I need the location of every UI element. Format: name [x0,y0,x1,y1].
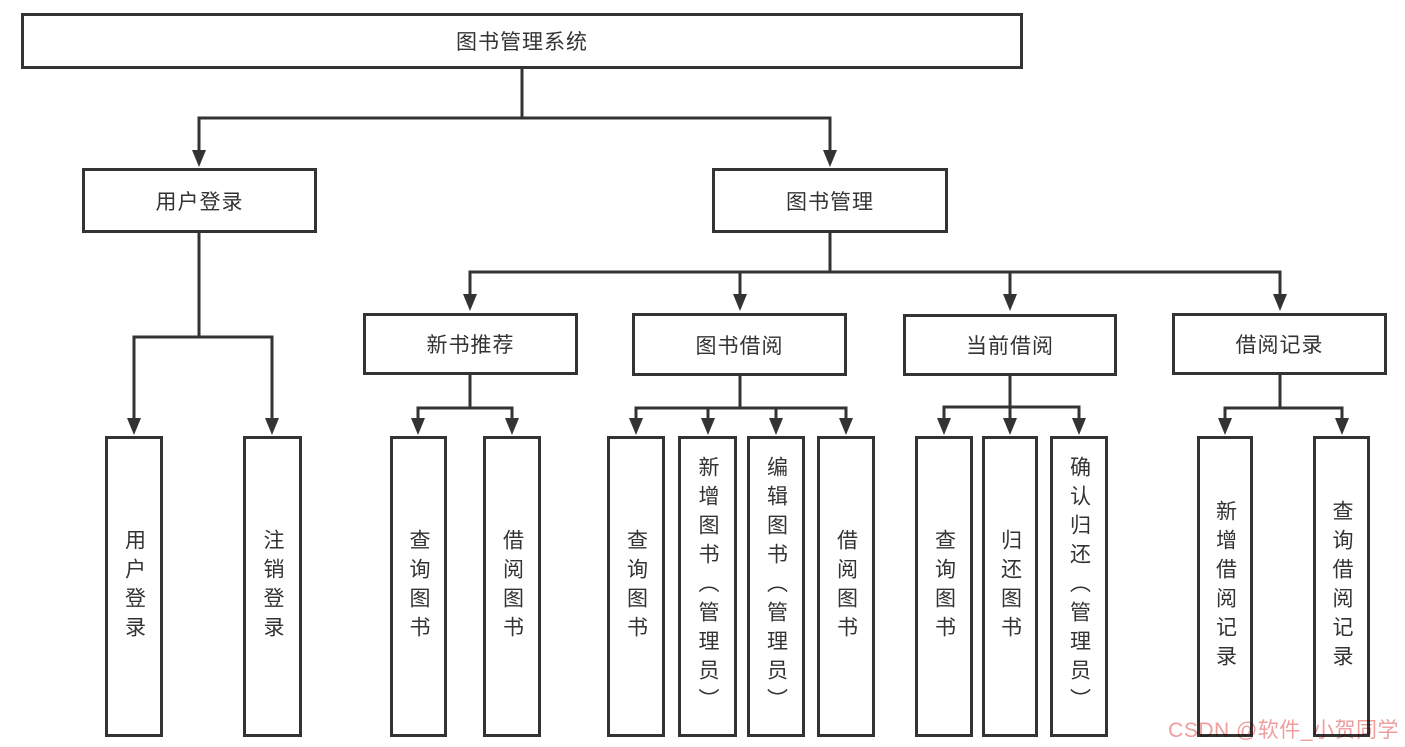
node-library-management-system: 图书管理系统 [21,13,1023,69]
leaf-return-books-label: 归还图书 [998,528,1022,645]
leaf-edit-books-admin-label: 编辑图书（管理员） [764,456,788,717]
node-new-book-recommendation: 新书推荐 [363,313,578,375]
leaf-borrow-books-recommend-label: 借阅图书 [500,528,524,645]
leaf-add-books-admin-label: 新增图书（管理员） [696,456,719,717]
leaf-user-login: 用户登录 [105,436,163,737]
leaf-add-borrow-record-label: 新增借阅记录 [1213,499,1237,674]
leaf-confirm-return-admin-label: 确认归还（管理员） [1067,456,1091,717]
leaf-query-borrow-record: 查询借阅记录 [1313,436,1370,737]
node-borrowing-records: 借阅记录 [1172,313,1387,375]
leaf-confirm-return-admin: 确认归还（管理员） [1050,436,1108,737]
leaf-return-books: 归还图书 [982,436,1038,737]
leaf-query-books-recommend: 查询图书 [390,436,447,737]
leaf-query-books-recommend-label: 查询图书 [407,528,430,645]
leaf-edit-books-admin: 编辑图书（管理员） [747,436,805,737]
node-book-management: 图书管理 [712,168,948,233]
csdn-watermark: CSDN @软件_小贺同学 [1168,719,1399,742]
node-book-borrowing: 图书借阅 [632,313,847,376]
leaf-query-books-borrowing: 查询图书 [607,436,665,737]
leaf-logout: 注销登录 [243,436,302,737]
leaf-add-borrow-record: 新增借阅记录 [1197,436,1253,737]
leaf-borrow-books-label: 借阅图书 [834,528,858,645]
leaf-query-borrow-record-label: 查询借阅记录 [1330,499,1353,674]
leaf-borrow-books: 借阅图书 [817,436,875,737]
leaf-query-books-current-label: 查询图书 [932,528,956,645]
node-current-borrowing: 当前借阅 [903,314,1117,376]
leaf-query-books-borrowing-label: 查询图书 [624,528,648,645]
leaf-user-login-label: 用户登录 [122,528,146,645]
leaf-query-books-current: 查询图书 [915,436,973,737]
node-user-login: 用户登录 [82,168,317,233]
leaf-borrow-books-recommend: 借阅图书 [483,436,541,737]
leaf-add-books-admin: 新增图书（管理员） [678,436,737,737]
leaf-logout-label: 注销登录 [261,528,284,645]
